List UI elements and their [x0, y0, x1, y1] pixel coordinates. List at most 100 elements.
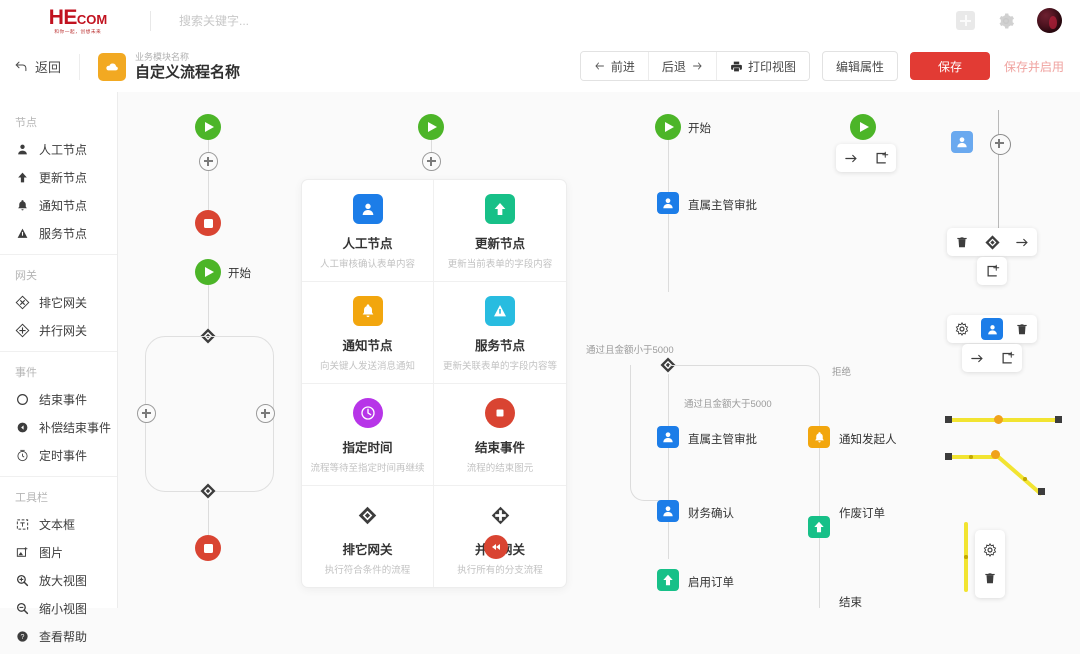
add-node-icon[interactable]	[977, 257, 1007, 285]
sidebar-item-notify-node[interactable]: 通知节点	[0, 191, 117, 219]
edge-waypoint-handle[interactable]	[964, 555, 968, 559]
delete-icon[interactable]	[975, 564, 1005, 592]
sidebar-item-help[interactable]: ? 查看帮助	[0, 622, 117, 650]
add-node-button[interactable]	[422, 152, 441, 171]
section-title-gateways: 网关	[15, 270, 37, 282]
palette-item-notify-node[interactable]: 通知节点 向关键人发送消息通知	[302, 282, 434, 384]
search-input[interactable]: 搜索关键字...	[179, 14, 250, 28]
palette-item-name: 通知节点	[342, 339, 393, 353]
gear-icon[interactable]	[996, 11, 1016, 31]
selected-edge-bent-seg2[interactable]	[993, 452, 1044, 497]
brand-logo[interactable]: HECOM 和你一起，创想未来	[22, 7, 134, 35]
exclusive-gateway-node[interactable]	[199, 482, 217, 500]
edge-midpoint-handle[interactable]	[991, 450, 1000, 459]
selected-user-node[interactable]	[951, 131, 973, 153]
back-button[interactable]: 返回	[14, 57, 61, 76]
update-task-node[interactable]	[657, 569, 679, 591]
bell-icon	[814, 431, 824, 442]
sidebar-item-zoom-in[interactable]: 放大视图	[0, 566, 117, 594]
sidebar-item-textbox[interactable]: 文本框	[0, 510, 117, 538]
sidebar-item-service-node[interactable]: 服务节点	[0, 219, 117, 247]
person-icon	[15, 142, 30, 157]
arrow-icon[interactable]	[1007, 228, 1037, 256]
selected-node-chip[interactable]	[977, 315, 1007, 343]
end-event-node[interactable]	[195, 535, 221, 561]
edge-endpoint-handle[interactable]	[1055, 416, 1062, 423]
plus-icon[interactable]	[956, 11, 975, 30]
delete-icon[interactable]	[947, 228, 977, 256]
user-task-node[interactable]	[657, 500, 679, 522]
palette-item-user-node[interactable]: 人工节点 人工审核确认表单内容	[302, 180, 434, 282]
update-task-node[interactable]	[808, 516, 830, 538]
gear-icon[interactable]	[975, 536, 1005, 564]
sidebar-item-exclusive-gateway[interactable]: 排它网关	[0, 288, 117, 316]
sidebar-label: 并行网关	[39, 323, 88, 338]
back-label: 返回	[35, 60, 62, 75]
edge-label-left: 通过且金额小于5000	[586, 345, 674, 356]
edge-endpoint-handle[interactable]	[945, 416, 952, 423]
edge-waypoint-handle[interactable]	[969, 455, 973, 459]
sidebar-item-update-node[interactable]: 更新节点	[0, 163, 117, 191]
arrow-icon[interactable]	[962, 344, 992, 372]
sidebar-item-parallel-gateway[interactable]: 并行网关	[0, 316, 117, 344]
gateway-icon[interactable]	[977, 228, 1007, 256]
flow-canvas[interactable]: 开始 人工节点 人工审核确认表单内容	[118, 92, 1080, 608]
edge-context-menu[interactable]	[975, 530, 1005, 598]
avatar[interactable]	[1037, 8, 1062, 33]
person-icon	[981, 318, 1003, 340]
add-node-icon[interactable]	[992, 344, 1022, 372]
palette-item-timer[interactable]: 指定时间 流程等待至指定时间再继续	[302, 384, 434, 486]
selected-edge-straight[interactable]	[949, 418, 1059, 422]
start-event-node[interactable]	[655, 114, 681, 140]
edge-endpoint-handle[interactable]	[945, 453, 952, 460]
sidebar-item-end-event[interactable]: 结束事件	[0, 385, 117, 413]
edge-hover-toolbar-row2[interactable]	[977, 257, 1007, 285]
start-event-node[interactable]	[195, 259, 221, 285]
notify-task-node[interactable]	[808, 426, 830, 448]
rewind-button[interactable]	[484, 535, 508, 559]
user-task-node[interactable]	[657, 192, 679, 214]
start-event-node[interactable]	[850, 114, 876, 140]
print-button[interactable]: 打印视图	[716, 52, 809, 80]
save-and-enable-button[interactable]: 保存并启用	[1003, 59, 1064, 74]
selected-edge-bent-seg1[interactable]	[949, 455, 999, 459]
forward-button[interactable]: 前进	[580, 52, 649, 80]
sidebar-item-compensate-end-event[interactable]: 补偿结束事件	[0, 413, 117, 441]
add-node-button[interactable]	[256, 404, 275, 423]
add-node-button[interactable]	[199, 152, 218, 171]
sidebar-item-zoom-out[interactable]: 缩小视图	[0, 594, 117, 622]
edge-waypoint-handle[interactable]	[1023, 477, 1027, 481]
add-node-icon[interactable]	[866, 144, 896, 172]
sidebar-label: 图片	[39, 545, 64, 560]
arrow-icon[interactable]	[836, 144, 866, 172]
backward-button[interactable]: 后退	[648, 52, 717, 80]
delete-icon[interactable]	[1007, 315, 1037, 343]
user-task-node[interactable]	[657, 426, 679, 448]
palette-item-service-node[interactable]: 服务节点 更新关联表单的字段内容等	[434, 282, 566, 384]
edit-properties-button[interactable]: 编辑属性	[821, 51, 898, 81]
node-palette-popup[interactable]: 人工节点 人工审核确认表单内容 更新节点 更新当前表单的字段内容 通知节点 向关…	[301, 179, 567, 588]
gear-icon[interactable]	[947, 315, 977, 343]
nav-button-group: 前进 后退 打印视图	[579, 51, 810, 81]
palette-item-name: 更新节点	[474, 237, 525, 251]
palette-item-exclusive-gateway[interactable]: 排它网关 执行符合条件的流程	[302, 486, 434, 587]
edge-midpoint-handle[interactable]	[994, 415, 1003, 424]
start-event-node[interactable]	[195, 114, 221, 140]
start-event-node[interactable]	[418, 114, 444, 140]
edge-hover-toolbar[interactable]	[947, 228, 1037, 256]
save-button[interactable]: 保存	[909, 52, 990, 80]
node-context-toolbar[interactable]	[947, 315, 1037, 343]
add-node-button[interactable]	[137, 404, 156, 423]
node-context-toolbar-row2[interactable]	[962, 344, 1022, 372]
textbox-icon	[15, 517, 30, 532]
end-event-node[interactable]	[195, 210, 221, 236]
sidebar-item-user-node[interactable]: 人工节点	[0, 135, 117, 163]
left-sidebar: 节点 人工节点 更新节点 通知节点	[0, 92, 118, 644]
node-hover-toolbar[interactable]	[836, 144, 896, 172]
sidebar-item-timer-event[interactable]: 定时事件	[0, 441, 117, 469]
add-node-button[interactable]	[990, 134, 1011, 155]
palette-item-end-event[interactable]: 结束事件 流程的结束图元	[434, 384, 566, 486]
palette-item-update-node[interactable]: 更新节点 更新当前表单的字段内容	[434, 180, 566, 282]
sidebar-item-image[interactable]: 图片	[0, 538, 117, 566]
edge-endpoint-handle[interactable]	[1038, 488, 1045, 495]
